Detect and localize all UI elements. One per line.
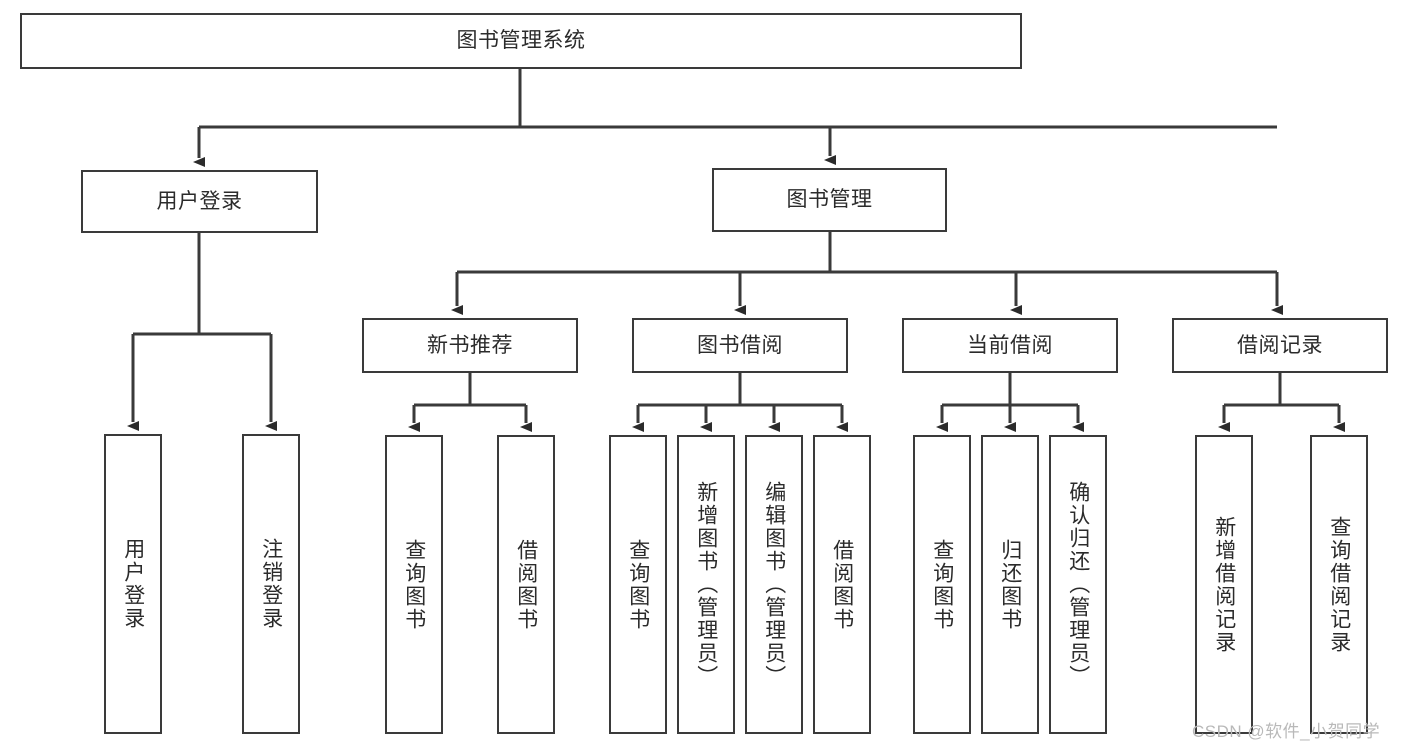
node-book-manage-label: 图书管理 — [786, 188, 873, 212]
node-leaf-return-book[interactable]: 归还图书 — [981, 435, 1039, 734]
node-leaf-query-record-label: 查询借阅记录 — [1327, 515, 1351, 654]
node-new-book-rec[interactable]: 新书推荐 — [362, 318, 578, 373]
node-book-borrow-label: 图书借阅 — [697, 333, 783, 357]
node-leaf-confirm-return-label: 确认归还（管理员） — [1066, 481, 1090, 688]
watermark-text: CSDN @软件_小贺同学 — [1192, 722, 1381, 741]
node-leaf-logout-label: 注销登录 — [259, 538, 283, 630]
node-leaf-edit-book[interactable]: 编辑图书（管理员） — [745, 435, 803, 734]
node-leaf-query-book-3-label: 查询图书 — [930, 538, 954, 631]
node-current-borrow[interactable]: 当前借阅 — [902, 318, 1118, 373]
node-leaf-add-book[interactable]: 新增图书（管理员） — [677, 435, 735, 734]
node-root[interactable]: 图书管理系统 — [20, 13, 1022, 69]
node-borrow-record[interactable]: 借阅记录 — [1172, 318, 1388, 373]
node-leaf-query-book-1-label: 查询图书 — [402, 538, 426, 631]
node-leaf-borrow-book-1[interactable]: 借阅图书 — [497, 435, 555, 734]
node-leaf-user-login-label: 用户登录 — [121, 538, 145, 630]
node-leaf-logout[interactable]: 注销登录 — [242, 434, 300, 734]
node-leaf-query-book-3[interactable]: 查询图书 — [913, 435, 971, 734]
node-leaf-query-book-2[interactable]: 查询图书 — [609, 435, 667, 734]
node-leaf-borrow-book-2[interactable]: 借阅图书 — [813, 435, 871, 734]
node-leaf-query-book-1[interactable]: 查询图书 — [385, 435, 443, 734]
node-leaf-query-record[interactable]: 查询借阅记录 — [1310, 435, 1368, 734]
node-leaf-edit-book-label: 编辑图书（管理员） — [762, 481, 786, 688]
node-root-label: 图书管理系统 — [456, 29, 586, 53]
node-new-book-rec-label: 新书推荐 — [427, 333, 513, 357]
node-leaf-borrow-book-2-label: 借阅图书 — [830, 538, 854, 631]
node-leaf-return-book-label: 归还图书 — [998, 538, 1022, 631]
node-borrow-record-label: 借阅记录 — [1237, 333, 1323, 357]
node-leaf-add-record[interactable]: 新增借阅记录 — [1195, 435, 1253, 734]
node-leaf-add-book-label: 新增图书（管理员） — [694, 481, 718, 688]
node-user-login-label: 用户登录 — [156, 189, 243, 213]
node-current-borrow-label: 当前借阅 — [967, 333, 1053, 357]
node-book-borrow[interactable]: 图书借阅 — [632, 318, 848, 373]
node-user-login[interactable]: 用户登录 — [81, 170, 318, 233]
node-leaf-user-login[interactable]: 用户登录 — [104, 434, 162, 734]
node-leaf-confirm-return[interactable]: 确认归还（管理员） — [1049, 435, 1107, 734]
node-leaf-borrow-book-1-label: 借阅图书 — [514, 538, 538, 631]
node-book-manage[interactable]: 图书管理 — [712, 168, 947, 232]
node-leaf-query-book-2-label: 查询图书 — [626, 538, 650, 631]
node-leaf-add-record-label: 新增借阅记录 — [1212, 515, 1236, 654]
